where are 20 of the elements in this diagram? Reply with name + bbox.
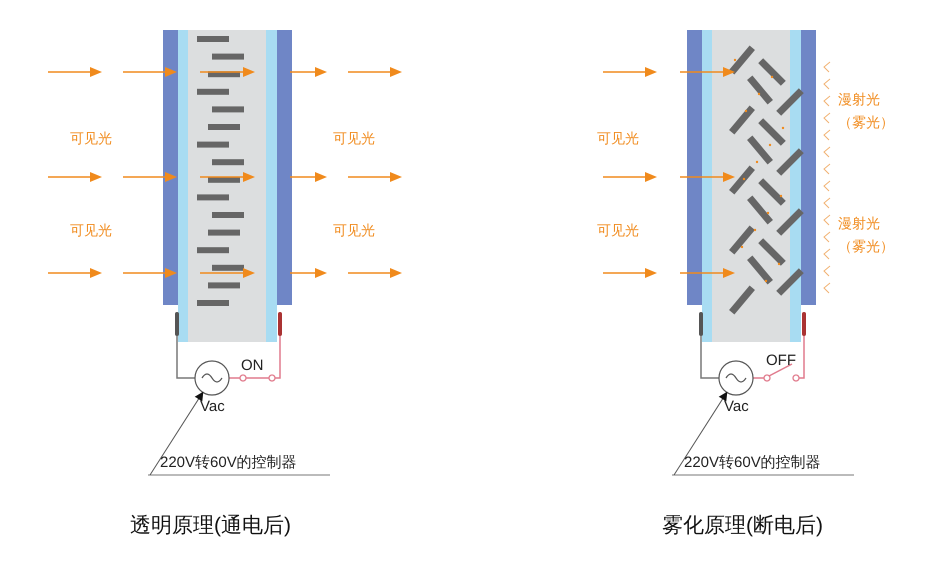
caption: 雾化原理(断电后) <box>662 515 823 536</box>
ac-source-symbol <box>194 360 230 396</box>
light-label: 可见光 <box>70 131 112 145</box>
voltage-label: Vac <box>724 399 749 414</box>
controller-label: 220V转60V的控制器 <box>160 455 297 470</box>
caption: 透明原理(通电后) <box>130 515 291 536</box>
light-label: 可见光 <box>597 223 639 237</box>
ac-source-symbol <box>718 360 754 396</box>
light-label: 漫射光（雾光） <box>838 214 895 256</box>
light-label: 可见光 <box>597 131 639 145</box>
light-label: 漫射光（雾光） <box>838 90 895 132</box>
voltage-label: Vac <box>200 399 225 414</box>
light-label: 可见光 <box>333 131 375 145</box>
light-label: 可见光 <box>70 223 112 237</box>
controller-label: 220V转60V的控制器 <box>684 455 821 470</box>
switch-label: OFF <box>766 353 796 368</box>
light-label: 可见光 <box>333 223 375 237</box>
leader-arrow <box>674 392 728 476</box>
leader-arrow <box>150 392 204 476</box>
switch-label: ON <box>241 358 264 373</box>
